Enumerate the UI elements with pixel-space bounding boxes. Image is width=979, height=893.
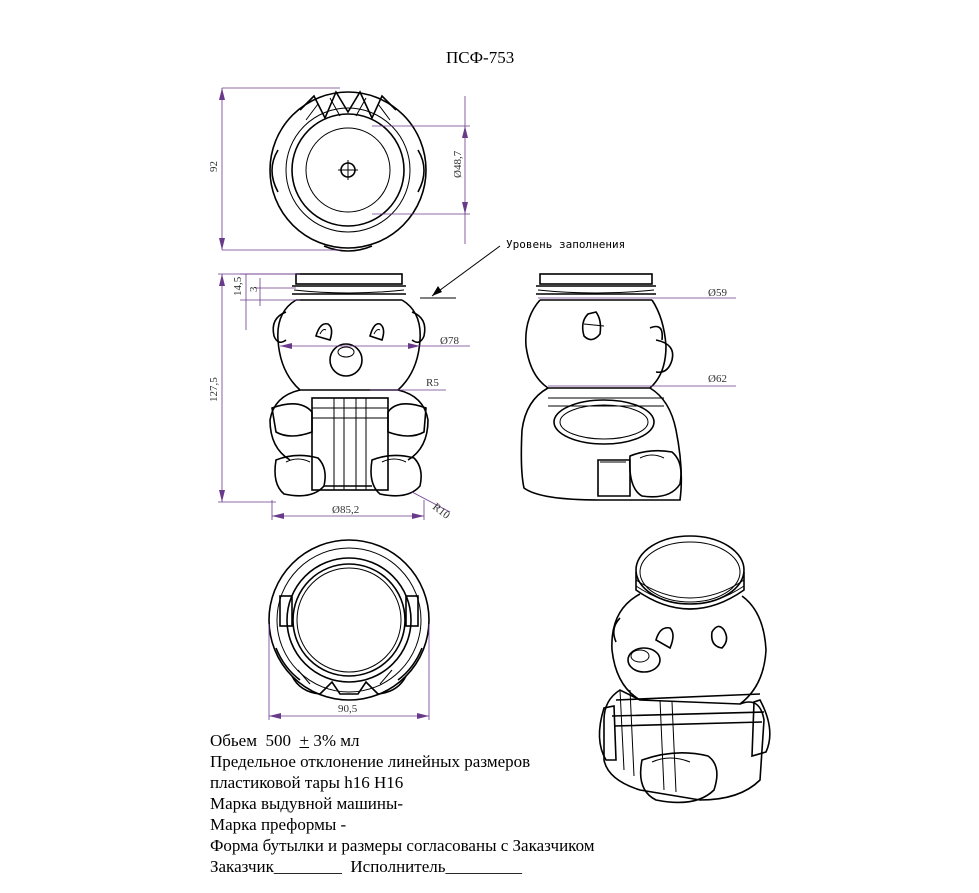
note-agreement: Форма бутылки и размеры согласованы с За… (210, 836, 595, 855)
note-signatures: Заказчик________ Исполнитель_________ (210, 857, 522, 876)
dim-bottom-width: 90,5 (338, 703, 358, 715)
note-volume: Обьем 500 + 3% мл (210, 730, 595, 751)
note-tolerance: Предельное отклонение линейных размеров (210, 752, 531, 771)
bottom-view: 90,5 (268, 539, 430, 720)
note-volume-suffix: 3% мл (309, 731, 360, 750)
drawing-title: ПСФ-753 (446, 48, 515, 67)
dim-top-height: 92 (208, 161, 220, 172)
note-volume-pm: + (299, 731, 310, 750)
dim-head-diameter: Ø78 (440, 335, 459, 347)
fill-level-label: Уровень заполнения (506, 238, 625, 251)
dim-side-neck-diameter: Ø59 (708, 287, 727, 299)
dim-side-body-diameter: Ø62 (708, 373, 727, 385)
note-blow-machine: Марка выдувной машины- (210, 794, 404, 813)
note-preform: Марка преформы - (210, 815, 347, 834)
side-view: Ø59 Ø62 (520, 273, 736, 501)
note-volume-prefix: Обьем 500 (210, 731, 300, 750)
dim-top-diameter: Ø48,7 (452, 150, 464, 178)
dim-neck-3: 3 (248, 286, 260, 292)
top-view: 92 Ø48,7 (208, 87, 470, 252)
dim-body-diameter: Ø85,2 (332, 504, 359, 516)
dim-neck-radius: R5 (426, 377, 439, 389)
notes-block: Обьем 500 + 3% мл Предельное отклонение … (210, 730, 595, 877)
front-view: 14,5 3 127,5 Ø78 R5 Ø85,2 R10 (208, 273, 470, 522)
note-tolerance-class: пластиковой тары h16 H16 (210, 773, 404, 792)
dim-foot-radius: R10 (430, 501, 452, 522)
dim-total-height: 127,5 (208, 377, 220, 402)
isometric-view (598, 535, 771, 804)
fill-level-leader: Уровень заполнения (420, 238, 625, 299)
dim-neck-14-5: 14,5 (232, 276, 244, 296)
